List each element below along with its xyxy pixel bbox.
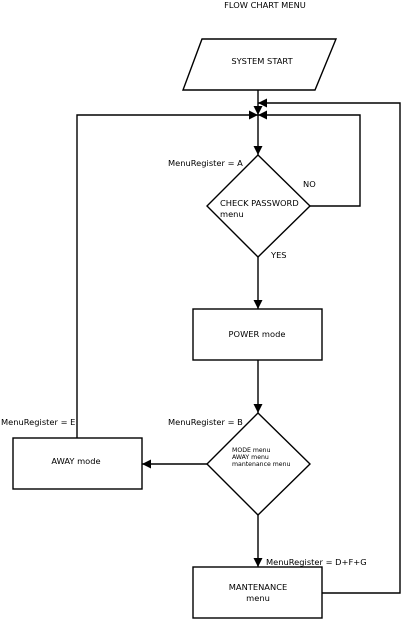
mode-label-line3: mantenance menu [232, 461, 291, 468]
label-no: NO [303, 179, 316, 189]
maintenance-label-line2: menu [246, 593, 270, 603]
edge-no-loop [258, 110, 361, 207]
maintenance-label-line1: MANTENANCE [229, 582, 287, 592]
power-shape [192, 308, 323, 361]
maintenance-shape [192, 566, 323, 619]
power-label: POWER mode [229, 329, 286, 339]
label-menu-register-dfg: MenuRegister = D+F+G [266, 557, 367, 567]
check-shape [206, 154, 311, 258]
node-check-password: CHECK PASSWORD menu [206, 154, 311, 258]
node-maintenance-menu: MANTENANCE menu [192, 566, 323, 619]
mode-label-line1: MODE menu [232, 447, 271, 454]
node-mode-select: MODE menu AWAY menu mantenance menu [206, 412, 311, 516]
away-shape [12, 437, 143, 490]
check-label-line2: menu [220, 209, 244, 219]
connectors [76, 90, 401, 594]
start-label: SYSTEM START [231, 56, 293, 66]
diagram-title: FLOW CHART MENU [224, 0, 306, 10]
edge-away-back [76, 110, 258, 438]
mode-shape [206, 412, 311, 516]
label-menu-register-e: MenuRegister = E [1, 417, 75, 427]
away-label: AWAY mode [51, 456, 100, 466]
node-system-start: SYSTEM START [181, 38, 338, 91]
label-menu-register-b: MenuRegister = B [168, 417, 243, 427]
node-away-mode: AWAY mode [12, 437, 143, 490]
edge-maintenance-back [258, 98, 401, 594]
check-label-line1: CHECK PASSWORD [220, 198, 299, 208]
label-menu-register-a: MenuRegister = A [168, 158, 243, 168]
node-power-mode: POWER mode [192, 308, 323, 361]
label-yes: YES [270, 250, 287, 260]
mode-label-line2: AWAY menu [232, 454, 269, 461]
start-shape [181, 38, 338, 91]
